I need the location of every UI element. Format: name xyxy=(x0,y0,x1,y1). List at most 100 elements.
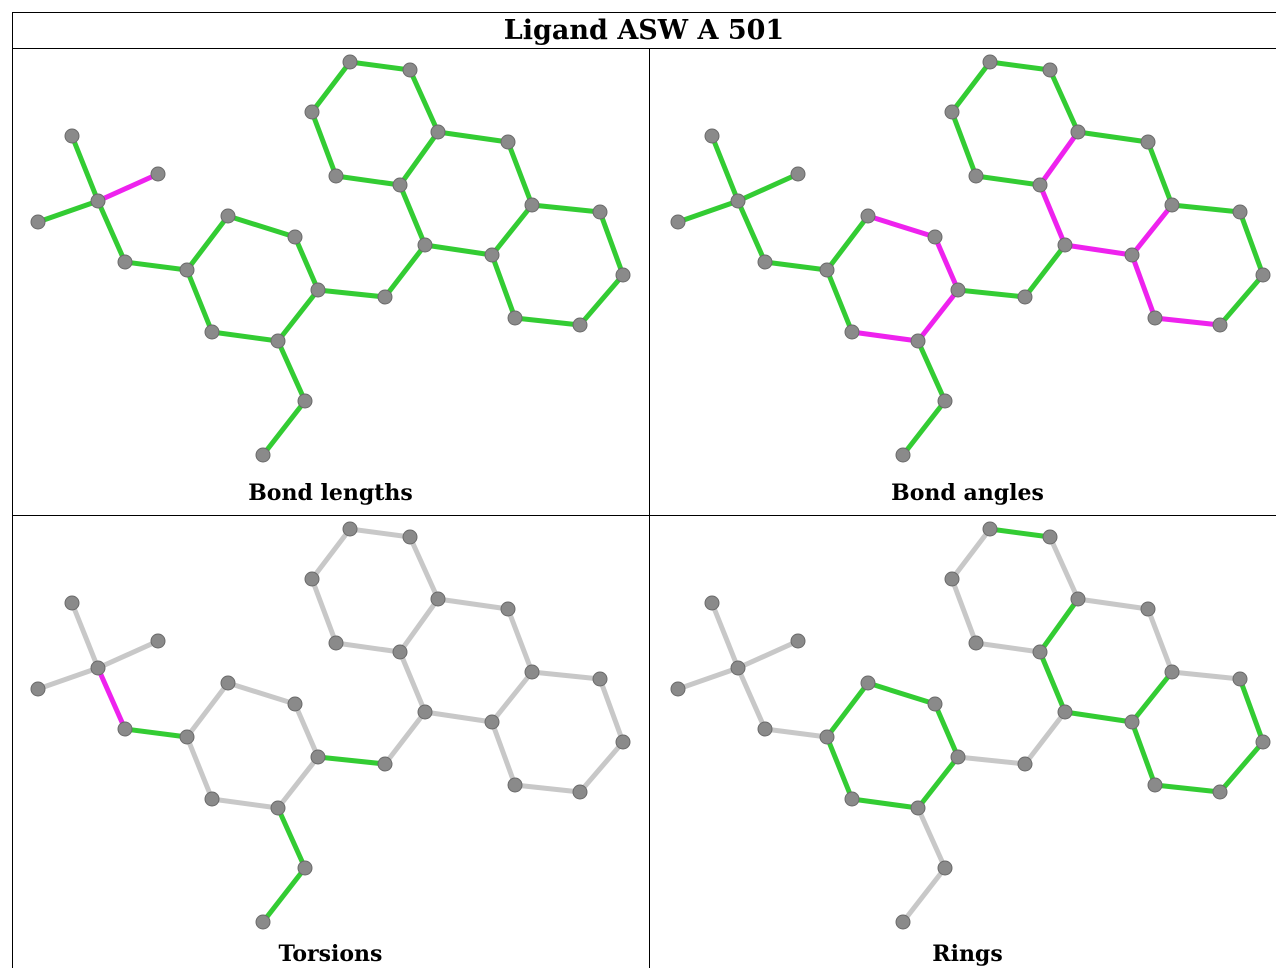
bond xyxy=(1129,719,1158,788)
atom xyxy=(730,660,746,676)
bond xyxy=(489,252,518,321)
bond xyxy=(333,173,403,188)
bond xyxy=(849,329,921,344)
bond xyxy=(735,171,801,204)
bond xyxy=(184,267,215,335)
atom xyxy=(927,229,943,245)
bond xyxy=(275,805,308,871)
bond xyxy=(1022,709,1068,767)
bond xyxy=(292,234,321,293)
bond xyxy=(1037,129,1081,188)
bond xyxy=(1037,182,1068,248)
bond xyxy=(1237,209,1266,278)
atom xyxy=(1032,177,1048,193)
bond xyxy=(35,665,101,692)
bond xyxy=(225,213,298,240)
atom xyxy=(270,800,286,816)
bond xyxy=(489,719,518,788)
bond xyxy=(849,796,921,811)
bond xyxy=(1022,242,1068,300)
bond xyxy=(275,287,321,344)
atom xyxy=(860,208,876,224)
bond xyxy=(1047,67,1081,135)
table-border-title xyxy=(12,48,1276,49)
atom xyxy=(860,675,876,691)
atom xyxy=(524,197,540,213)
atom xyxy=(179,262,195,278)
bond xyxy=(973,173,1043,188)
bond xyxy=(1062,242,1135,258)
bond xyxy=(1129,202,1175,258)
atom xyxy=(592,204,608,220)
atom xyxy=(982,54,998,70)
bond xyxy=(122,259,190,273)
atom xyxy=(1212,784,1228,800)
molecule-diagram xyxy=(30,54,631,463)
atom xyxy=(204,791,220,807)
atom xyxy=(572,784,588,800)
atom xyxy=(1212,317,1228,333)
atom xyxy=(937,860,953,876)
bond xyxy=(824,680,871,740)
bond xyxy=(1075,596,1151,612)
bond xyxy=(275,754,321,811)
atom xyxy=(377,756,393,772)
atom xyxy=(417,704,433,720)
atom xyxy=(1070,591,1086,607)
panel-caption: Bond angles xyxy=(891,480,1044,506)
bond xyxy=(824,267,855,335)
atom xyxy=(1147,310,1163,326)
bond xyxy=(735,638,801,671)
atom xyxy=(1042,62,1058,78)
bond xyxy=(407,67,441,135)
bond xyxy=(397,649,428,715)
bond xyxy=(309,109,339,179)
atom xyxy=(844,791,860,807)
bond xyxy=(512,315,583,328)
bond xyxy=(512,782,583,795)
atom xyxy=(1042,529,1058,545)
atom xyxy=(615,267,631,283)
bond xyxy=(95,198,128,265)
bond xyxy=(735,198,768,265)
atom xyxy=(670,681,686,697)
atom xyxy=(304,104,320,120)
bond xyxy=(69,600,101,671)
atom xyxy=(270,333,286,349)
bond xyxy=(209,329,281,344)
atom xyxy=(430,591,446,607)
bond xyxy=(382,709,428,767)
bond xyxy=(309,59,353,115)
bond xyxy=(382,242,428,300)
atom xyxy=(592,671,608,687)
atom xyxy=(757,254,773,270)
atom xyxy=(328,168,344,184)
atom xyxy=(950,282,966,298)
atom xyxy=(392,177,408,193)
atom xyxy=(1147,777,1163,793)
bond xyxy=(1129,669,1175,725)
bond xyxy=(932,234,961,293)
bond xyxy=(407,534,441,602)
bond xyxy=(1145,606,1175,675)
bond xyxy=(987,526,1053,540)
atom xyxy=(1032,644,1048,660)
bond xyxy=(292,701,321,760)
bond xyxy=(597,209,626,278)
bond xyxy=(762,259,830,273)
atom xyxy=(304,571,320,587)
bond xyxy=(949,109,979,179)
figure-title: Ligand ASW A 501 xyxy=(503,15,785,46)
atom xyxy=(927,696,943,712)
molecule-diagram xyxy=(670,521,1271,930)
bond xyxy=(709,133,741,204)
atom xyxy=(204,324,220,340)
atom xyxy=(572,317,588,333)
atom xyxy=(30,681,46,697)
bond xyxy=(95,665,128,732)
bond xyxy=(955,287,1028,300)
bond xyxy=(709,600,741,671)
atom xyxy=(64,128,80,144)
bond xyxy=(949,526,993,582)
atom xyxy=(944,571,960,587)
